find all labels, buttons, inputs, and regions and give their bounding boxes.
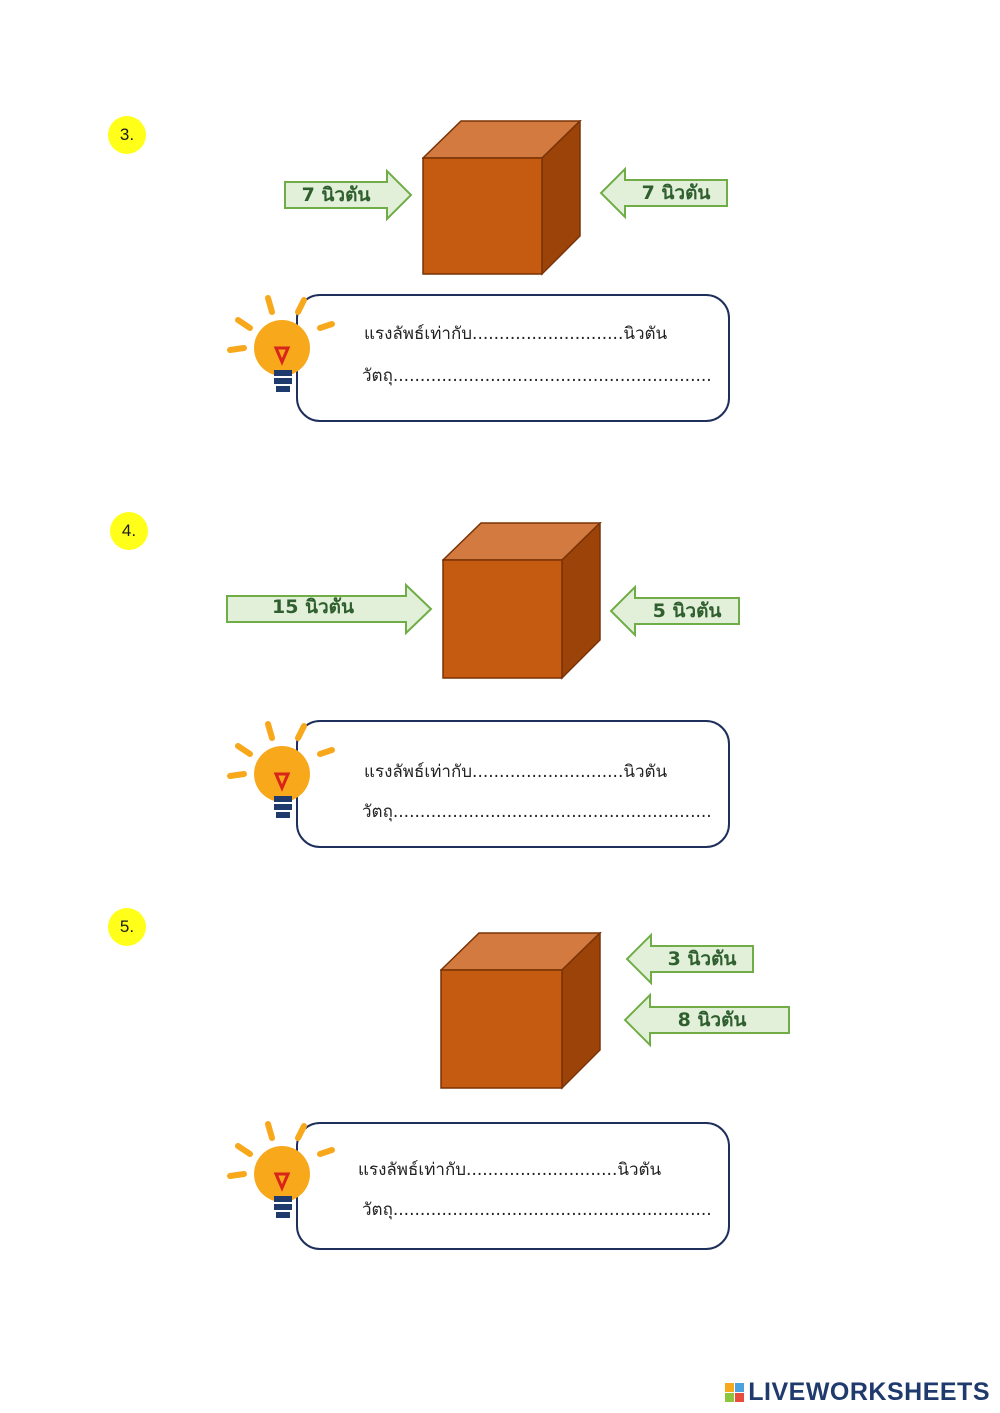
force-label: 7 นิวตัน bbox=[301, 184, 371, 206]
force-arrow-right: 15 นิวตัน bbox=[226, 582, 433, 636]
object-state-blank[interactable]: วัตถุ...................................… bbox=[362, 802, 712, 822]
force-arrow-left: 5 นิวตัน bbox=[609, 584, 740, 638]
question-number-4: 4. bbox=[110, 512, 148, 550]
object-state-blank[interactable]: วัตถุ...................................… bbox=[362, 366, 712, 386]
arrow-left-shape bbox=[599, 166, 728, 220]
light-bulb-icon bbox=[227, 721, 335, 818]
arrow-right-shape bbox=[226, 582, 433, 636]
cube-object bbox=[441, 521, 602, 680]
arrow-left-shape bbox=[623, 992, 790, 1048]
cube-object bbox=[421, 119, 582, 276]
force-label: 7 นิวตัน bbox=[641, 182, 711, 204]
answer-box bbox=[296, 1122, 730, 1250]
arrow-right-shape bbox=[284, 168, 413, 222]
liveworksheets-footer: LIVEWORKSHEETS bbox=[725, 1377, 990, 1406]
liveworksheets-logo-icon bbox=[725, 1382, 745, 1402]
force-arrow-left: 3 นิวตัน bbox=[625, 932, 754, 986]
force-label: 15 นิวตัน bbox=[271, 596, 355, 618]
force-label: 8 นิวตัน bbox=[677, 1009, 747, 1031]
force-label: 5 นิวตัน bbox=[652, 600, 722, 622]
force-arrow-left: 8 นิวตัน bbox=[623, 992, 790, 1048]
resultant-force-blank[interactable]: แรงลัพธ์เท่ากับ.........................… bbox=[364, 324, 668, 344]
resultant-force-blank[interactable]: แรงลัพธ์เท่ากับ.........................… bbox=[358, 1160, 662, 1180]
liveworksheets-brand: LIVEWORKSHEETS bbox=[748, 1377, 990, 1406]
force-label: 3 นิวตัน bbox=[667, 948, 737, 970]
object-state-blank[interactable]: วัตถุ...................................… bbox=[362, 1200, 712, 1220]
answer-box bbox=[296, 294, 730, 422]
arrow-left-shape bbox=[609, 584, 740, 638]
answer-box bbox=[296, 720, 730, 848]
question-number-3: 3. bbox=[108, 116, 146, 154]
light-bulb-icon bbox=[227, 1121, 335, 1218]
force-arrow-right: 7 นิวตัน bbox=[284, 168, 413, 222]
resultant-force-blank[interactable]: แรงลัพธ์เท่ากับ.........................… bbox=[364, 762, 668, 782]
cube-object bbox=[439, 931, 602, 1090]
question-number-5: 5. bbox=[108, 908, 146, 946]
force-arrow-left: 7 นิวตัน bbox=[599, 166, 728, 220]
light-bulb-icon bbox=[227, 295, 335, 392]
arrow-left-shape bbox=[625, 932, 754, 986]
